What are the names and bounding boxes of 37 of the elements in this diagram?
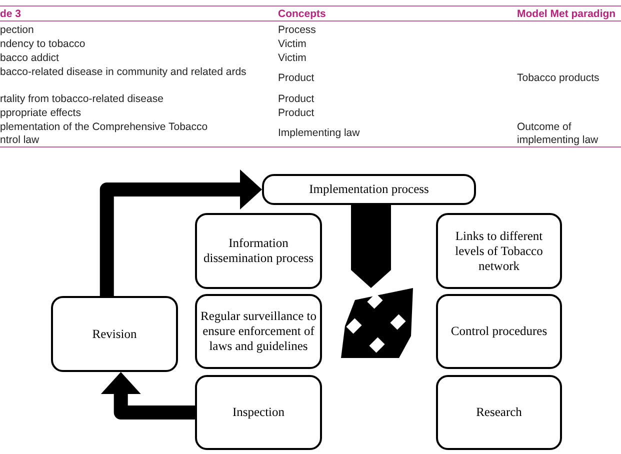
- box-label: Implementation process: [309, 182, 429, 197]
- box-label: Inspection: [232, 405, 285, 420]
- table-cell-text: Victim: [278, 52, 308, 65]
- table-cell-text: bacco-related disease in community and related ards: [0, 66, 248, 79]
- process-box: [262, 174, 476, 205]
- column-header: de 3: [0, 8, 22, 21]
- process-box: [436, 213, 562, 289]
- process-box: [195, 375, 322, 450]
- table-cell-text: Implementing law: [278, 127, 361, 140]
- table-cell-text: bacco addict: [0, 52, 60, 65]
- table-cell-text: Product: [278, 72, 316, 85]
- process-box: [436, 375, 562, 450]
- process-box: [195, 213, 322, 289]
- table-cell-text: Product: [278, 107, 316, 120]
- table-cell-text: pection: [0, 24, 35, 37]
- box-label: Research: [476, 405, 522, 420]
- column-header: Concepts: [278, 8, 327, 21]
- table-cell-text: Tobacco products: [517, 72, 600, 85]
- table-cell-text: rtality from tobacco-related disease: [0, 93, 164, 106]
- table-cell-text: plementation of the Comprehensive Tobacco ntrol law: [0, 121, 209, 147]
- box-label: Revision: [92, 326, 137, 342]
- table-cell-text: Victim: [278, 38, 308, 51]
- table-cell-text: Outcome of implementing law: [517, 121, 600, 147]
- table-cell-text: Product: [278, 93, 316, 106]
- table-cell-text: ppropriate effects: [0, 107, 82, 120]
- process-box: [51, 296, 178, 372]
- box-label: Control procedures: [450, 324, 548, 339]
- block-arrow: [100, 170, 262, 296]
- table-cell-text: Process: [278, 24, 317, 37]
- column-header: Model Met paradign: [517, 8, 617, 21]
- box-label: Links to different levels of Tobacco network: [454, 228, 544, 274]
- table-cell-text: ndency to tobacco: [0, 38, 86, 51]
- block-arrow: [351, 205, 391, 288]
- process-box: [436, 294, 562, 369]
- process-box: [195, 294, 322, 369]
- box-label: Information dissemination process: [202, 236, 315, 266]
- box-label: Regular surveillance to ensure enforcement of laws and guidelines: [200, 309, 317, 354]
